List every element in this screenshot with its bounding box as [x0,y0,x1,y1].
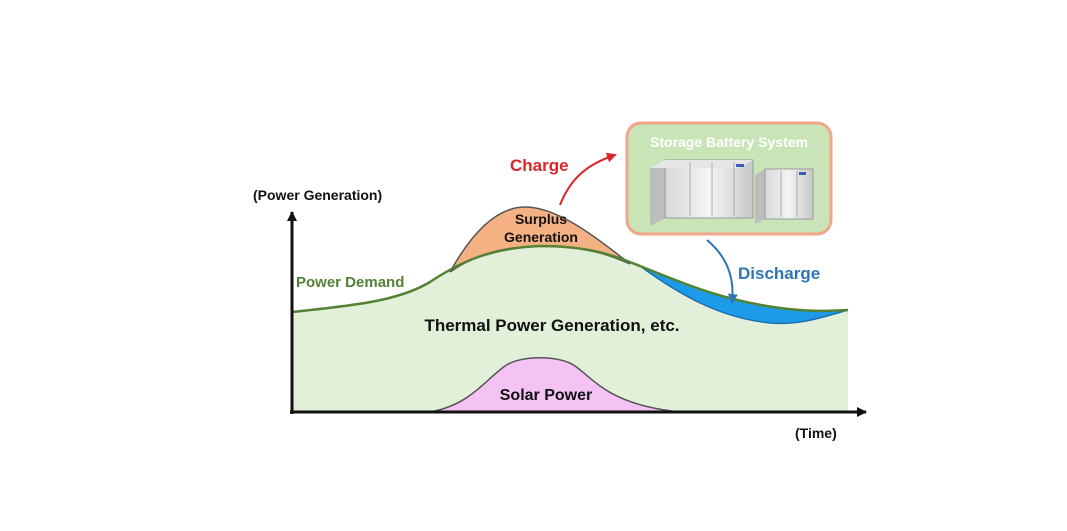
battery-cabinet-icon [650,159,814,226]
charge-arrow [559,152,617,206]
surplus-label-line2: Generation [504,229,578,245]
power-demand-label: Power Demand [296,274,404,291]
storage-battery-box [625,121,833,236]
surplus-label-line1: Surplus [515,211,567,227]
y-axis-label: (Power Generation) [253,187,382,203]
battery-title: Storage Battery System [650,134,808,150]
x-axis-label: (Time) [795,425,837,441]
solar-label: Solar Power [500,387,592,404]
solar-region [429,357,681,413]
charge-label: Charge [510,156,569,175]
thermal-region [292,246,848,412]
discharge-arrow [706,239,738,304]
power-demand-line [291,244,849,314]
thermal-label: Thermal Power Generation, etc. [424,316,679,335]
discharge-label: Discharge [738,264,820,283]
